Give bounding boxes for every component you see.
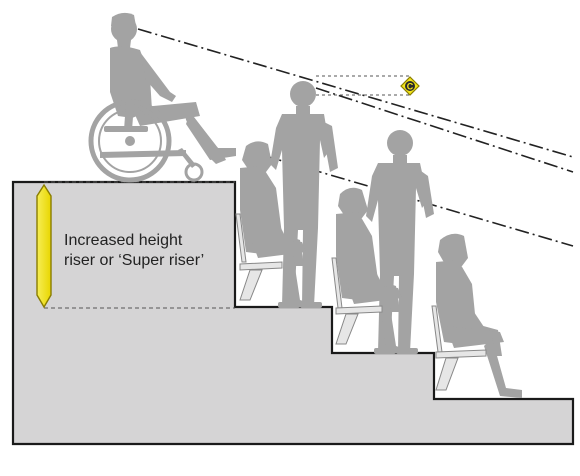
sightline-wheelchair-user	[137, 28, 574, 158]
wheelchair-user-icon	[88, 12, 236, 183]
stadium-seat-icon-2	[331, 257, 383, 345]
focal-point-c-icon: C	[400, 76, 420, 96]
standing-person-icon-2	[366, 130, 434, 354]
sightline-standing-spectator	[315, 87, 574, 173]
standing-person-icon-1	[270, 81, 338, 308]
stadium-stand	[11, 180, 575, 446]
focal-point-guides	[316, 75, 410, 96]
seated-spectator-icon-3	[436, 233, 522, 398]
height-marker-icon	[36, 183, 52, 309]
stadium-seat-icon-3	[431, 305, 487, 391]
seated-spectator-icon-2	[336, 187, 402, 354]
stadium-seat-icon-1	[235, 213, 283, 301]
seated-spectator-icon-1	[240, 141, 306, 308]
super-riser-annotation: Increased height riser or ‘Super riser’	[64, 231, 244, 271]
focal-point-label: C	[407, 82, 414, 92]
annotation-line-2: riser or ‘Super riser’	[64, 252, 205, 269]
annotation-line-1: Increased height	[64, 232, 183, 249]
